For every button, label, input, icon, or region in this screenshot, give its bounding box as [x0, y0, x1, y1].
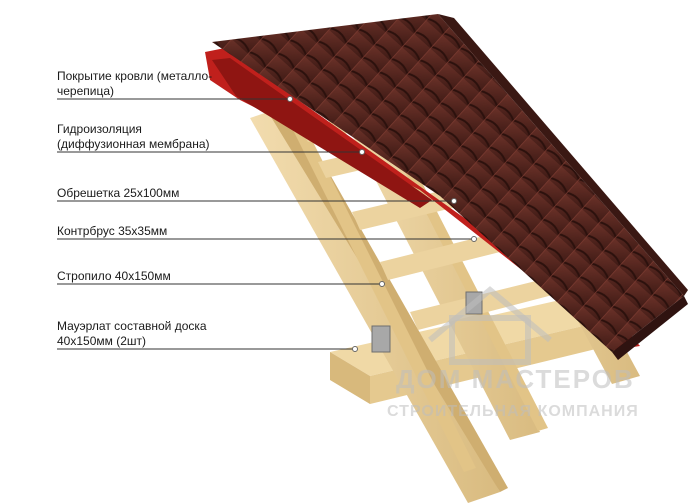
- leader-dots: [287, 96, 477, 352]
- watermark-logo: [428, 286, 552, 365]
- label-membrane: Гидроизоляция (диффузионная мембрана): [57, 122, 210, 152]
- leader-lines: [57, 98, 474, 350]
- label-roof-covering: Покрытие кровли (металло- черепица): [57, 69, 212, 99]
- label-mauerlat-line2: 40х150мм (2шт): [57, 334, 146, 348]
- label-roof-covering-line1: Покрытие кровли (металло-: [57, 69, 213, 83]
- label-counter-batten: Контрбрус 35х35мм: [57, 224, 168, 238]
- label-mauerlat: Мауэрлат составной доска 40х150мм (2шт): [57, 319, 207, 349]
- label-membrane-line2: (диффузионная мембрана): [57, 137, 210, 151]
- label-membrane-line1: Гидроизоляция: [57, 122, 142, 136]
- label-roof-covering-line2: черепица): [57, 84, 115, 98]
- roof-covering: [212, 14, 688, 360]
- watermark-company: ДОМ МАСТЕРОВ: [396, 364, 635, 394]
- label-mauerlat-line1: Мауэрлат составной доска: [57, 319, 207, 333]
- label-batten: Обрешетка 25х100мм: [57, 186, 180, 200]
- watermark-tagline: СТРОИТЕЛЬНАЯ КОМПАНИЯ: [387, 403, 639, 420]
- label-rafter: Стропило 40х150мм: [57, 269, 171, 283]
